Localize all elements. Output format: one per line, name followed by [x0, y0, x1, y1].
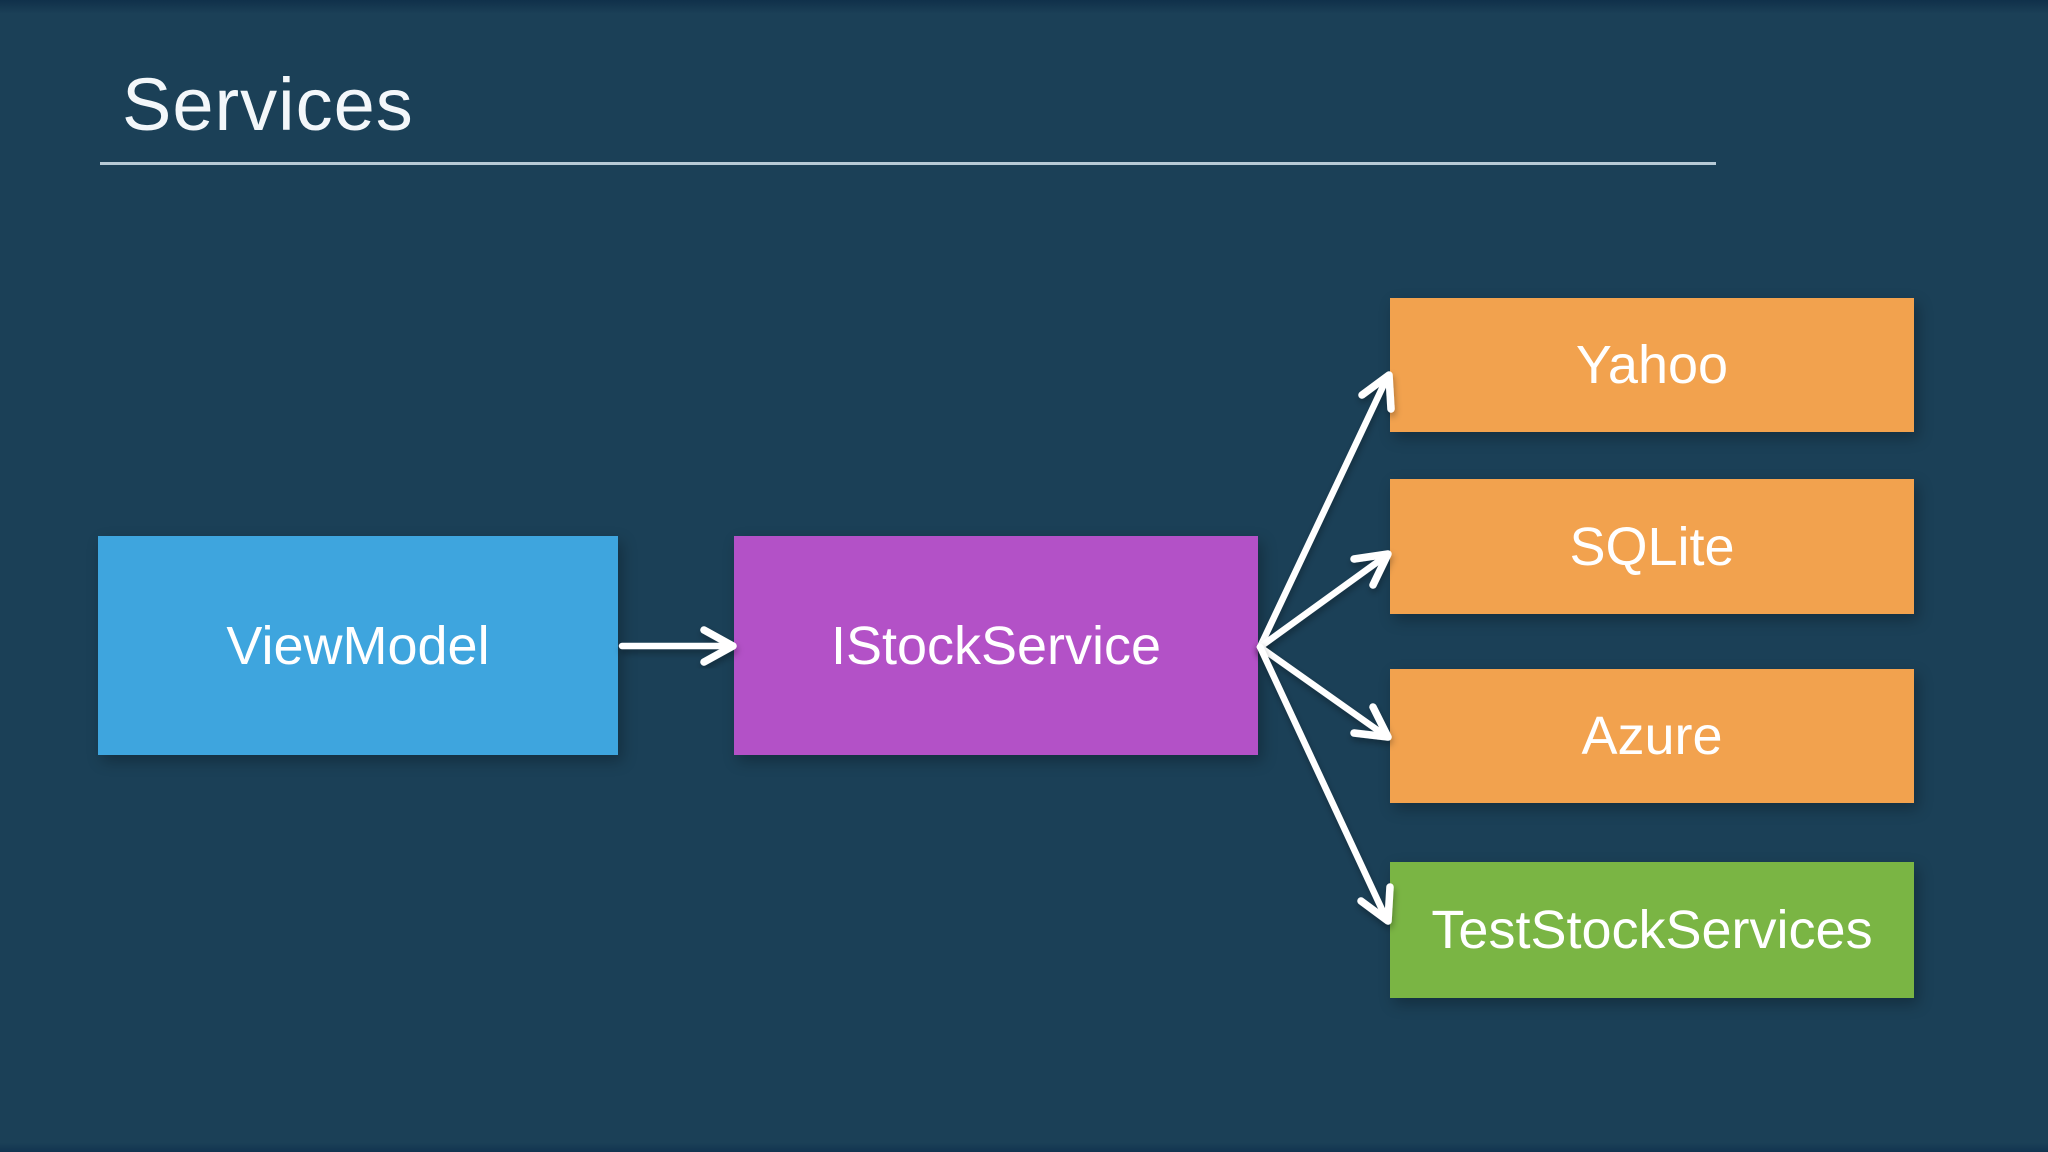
node-viewmodel-label: ViewModel [226, 615, 490, 676]
node-viewmodel: ViewModel [98, 536, 618, 755]
node-azure: Azure [1390, 669, 1914, 803]
arrow-istockservice-to-azure [1256, 643, 1392, 741]
node-azure-label: Azure [1581, 706, 1723, 766]
node-yahoo-label: Yahoo [1575, 335, 1729, 395]
node-istockservice-label: IStockService [830, 615, 1162, 676]
node-teststockservices: TestStockServices [1390, 862, 1914, 998]
node-sqlite-label: SQLite [1569, 516, 1735, 577]
arrow-istockservice-to-sqlite [1256, 550, 1392, 651]
arrow-viewmodel-to-istockservice [618, 626, 737, 666]
node-teststockservices-label: TestStockServices [1431, 900, 1873, 960]
title-divider [100, 162, 1716, 165]
node-sqlite: SQLite [1390, 479, 1914, 614]
arrow-istockservice-to-yahoo [1256, 371, 1395, 651]
node-istockservice: IStockService [734, 536, 1258, 755]
node-yahoo: Yahoo [1390, 298, 1914, 432]
arrow-istockservice-to-teststockservices [1256, 643, 1394, 925]
page-title: Services [122, 63, 414, 146]
